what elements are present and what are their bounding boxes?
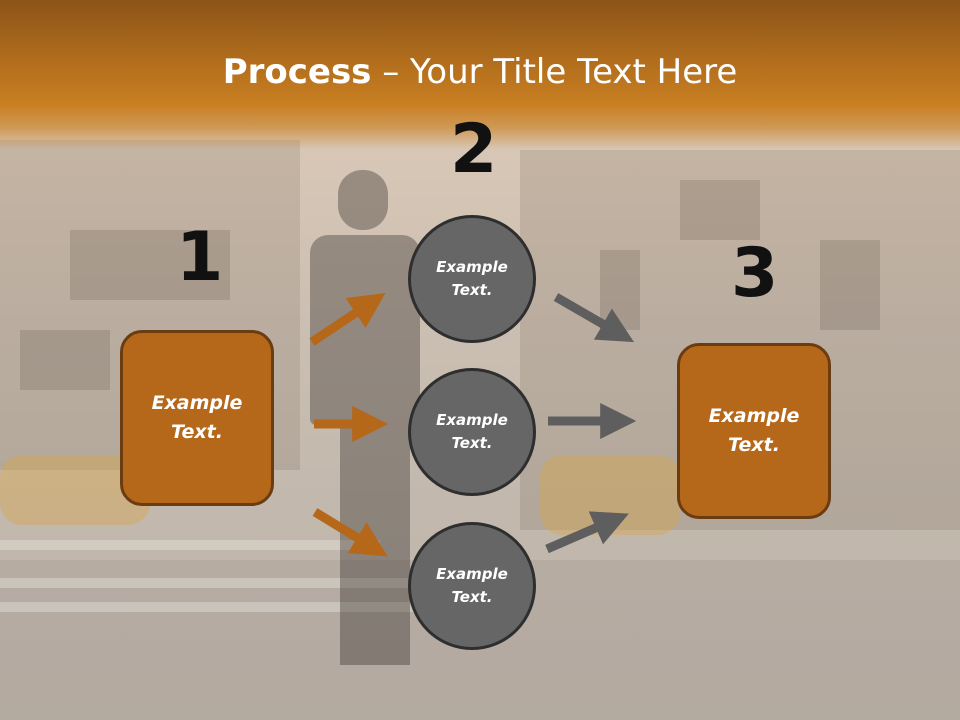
circle-middle-line1: Example <box>436 411 508 429</box>
step1-text-line1: Example <box>151 392 243 414</box>
circle-bottom-line2: Text. <box>451 588 493 606</box>
step-number-1: 1 <box>176 218 224 297</box>
circle-bottom-line1: Example <box>436 565 508 583</box>
step3-text-line1: Example <box>708 405 800 427</box>
slide-title: Process – Your Title Text Here <box>0 52 960 92</box>
step-number-2: 2 <box>450 110 498 189</box>
step-number-3: 3 <box>731 234 779 313</box>
title-bold: Process <box>222 52 372 92</box>
circle-middle-line2: Text. <box>451 434 493 452</box>
arrow-right-icon <box>312 508 388 557</box>
circle-top-line2: Text. <box>451 281 493 299</box>
title-rest: – Your Title Text Here <box>371 52 738 92</box>
circle-top-line1: Example <box>436 258 508 276</box>
arrow-right-icon <box>309 293 386 346</box>
step3-text-line2: Text. <box>728 434 780 456</box>
step1-text-line2: Text. <box>171 421 223 443</box>
arrow-right-icon <box>553 293 635 343</box>
arrow-right-icon <box>545 511 629 554</box>
title-bar <box>0 0 960 150</box>
